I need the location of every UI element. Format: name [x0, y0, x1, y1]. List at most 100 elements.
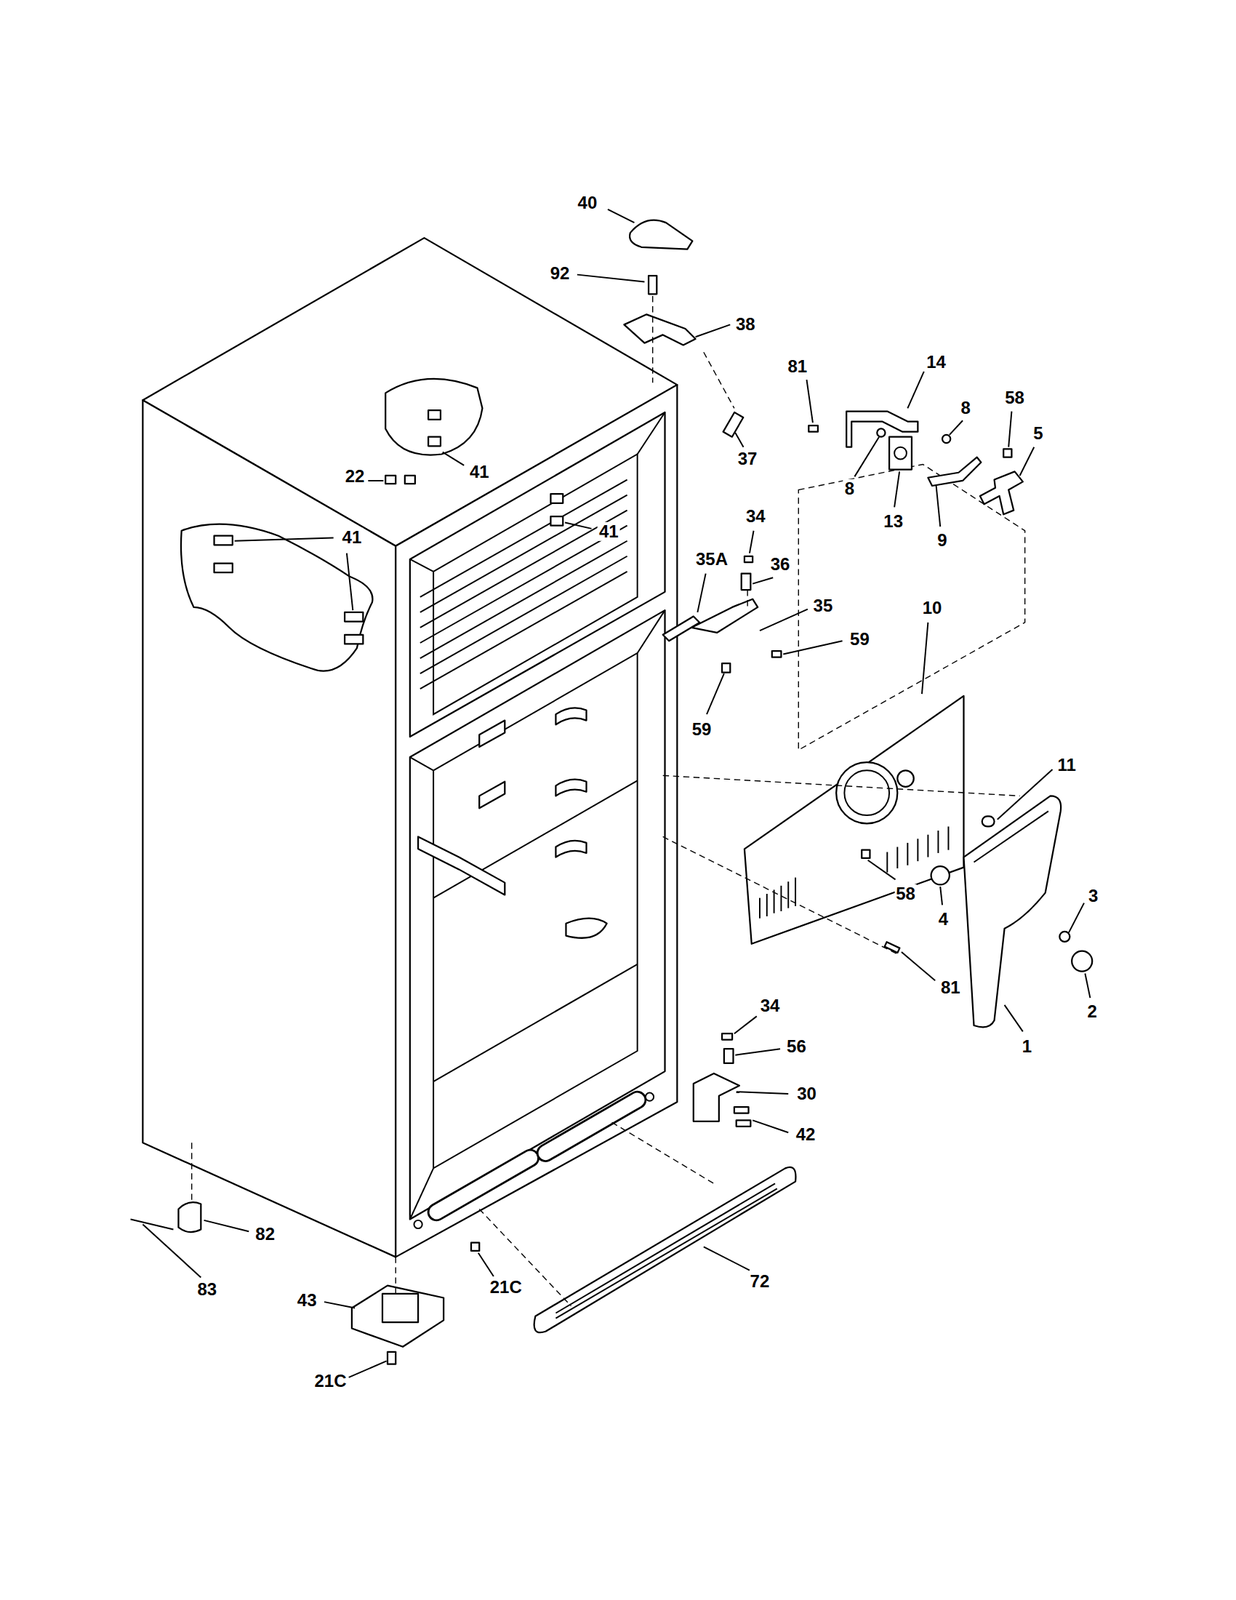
- side-cutaway-part: [214, 535, 233, 546]
- shelf-supports-part: [479, 720, 505, 747]
- control-housing-part: [1059, 931, 1070, 942]
- control-housing-part: [963, 795, 1061, 1027]
- panel-louvers-part: [787, 881, 789, 908]
- control-housing-part: [931, 865, 950, 885]
- callout-number: 13: [881, 511, 905, 531]
- shelf-supports-part: [555, 779, 587, 797]
- leader-lines-part: [921, 622, 928, 694]
- leader-lines-part: [346, 553, 353, 611]
- top-hinge-part: [623, 314, 696, 345]
- callout-number: 4: [937, 909, 950, 929]
- cabinet-part: [433, 964, 638, 1082]
- fan-assembly-part: [942, 434, 951, 443]
- bottom-vents-part: [545, 1099, 637, 1153]
- cabinet-screws-part: [550, 493, 563, 504]
- leader-lines-part: [142, 1223, 201, 1277]
- leveler-and-bracket-part: [178, 1201, 201, 1232]
- callout-number: 11: [1055, 755, 1077, 775]
- kickplate: [479, 1121, 796, 1332]
- cabinet-screws-part: [404, 475, 416, 484]
- bottom-vents: [413, 1092, 654, 1229]
- callout-number: 22: [343, 466, 367, 486]
- leader-lines-part: [703, 1246, 750, 1270]
- kickplate-part: [555, 1188, 777, 1318]
- bottom-hinge-part: [724, 1048, 734, 1063]
- panel-louvers: [759, 825, 949, 918]
- leader-lines-part: [868, 860, 896, 880]
- fan-assembly-part: [1003, 448, 1012, 457]
- leader-lines-part: [1068, 903, 1085, 933]
- rear-panel-part: [663, 836, 898, 954]
- kickplate-part: [479, 1208, 571, 1306]
- panel-louvers-part: [794, 877, 797, 906]
- leader-lines-part: [783, 640, 842, 654]
- evaporator-ribs-part: [420, 510, 628, 628]
- callout-number: 41: [597, 522, 621, 541]
- callout-number: 41: [468, 462, 491, 482]
- callout-number: 3: [1086, 885, 1100, 905]
- leader-lines-part: [735, 432, 744, 448]
- evaporator-ribs-part: [420, 495, 628, 613]
- leader-lines-part: [806, 379, 813, 423]
- fan-assembly: [798, 411, 1025, 751]
- kickplate-part: [612, 1121, 714, 1183]
- callout-number: 9: [935, 530, 949, 550]
- control-housing-part: [982, 815, 995, 826]
- rear-panel-part: [844, 769, 890, 816]
- leader-lines-part: [695, 324, 731, 337]
- bottom-vents-part: [413, 1220, 422, 1229]
- cabinet-part: [395, 384, 677, 1257]
- callout-number: 81: [939, 977, 962, 997]
- shelf-supports-part: [418, 836, 505, 895]
- callout-number: 5: [1031, 423, 1045, 443]
- evaporator-ribs-part: [420, 525, 628, 643]
- shelf-supports-part: [555, 840, 587, 858]
- top-cutaway-part: [428, 410, 441, 420]
- leader-lines-part: [367, 479, 384, 482]
- leader-lines-part: [752, 1119, 789, 1133]
- control-housing-part: [974, 810, 1049, 862]
- top-cutaway-part: [385, 378, 483, 456]
- leader-lines-part: [478, 1252, 494, 1276]
- leader-lines-part: [894, 471, 900, 507]
- callout-number: 40: [576, 193, 600, 213]
- rear-panel-part: [663, 775, 1021, 796]
- leader-lines-part: [949, 420, 963, 435]
- leader-lines-part: [907, 371, 924, 408]
- bottom-hinge: [693, 1033, 752, 1127]
- callout-number: 37: [736, 449, 760, 469]
- leader-lines: [142, 209, 1090, 1378]
- callout-number: 10: [921, 598, 944, 618]
- leveler-and-bracket: [130, 1142, 480, 1364]
- cabinet-part: [433, 780, 638, 898]
- fan-assembly-part: [894, 447, 907, 460]
- bottom-hinge-part: [736, 1119, 752, 1126]
- panel-louvers-part: [906, 842, 909, 866]
- panel-louvers-part: [927, 834, 929, 858]
- leveler-and-bracket-part: [351, 1285, 444, 1347]
- cabinet-part: [433, 652, 638, 1168]
- kickplate-part: [555, 1182, 776, 1313]
- top-hinge: [623, 220, 744, 437]
- bottom-hinge-part: [734, 1106, 749, 1113]
- callout-number: 35: [812, 596, 835, 616]
- side-cutaway-part: [344, 612, 363, 622]
- side-cutaway: [181, 524, 373, 672]
- rear-panel-part: [897, 769, 914, 786]
- callout-number: 21C: [312, 1371, 348, 1391]
- cabinet-screws-part: [385, 475, 396, 484]
- callout-number: 72: [748, 1271, 772, 1291]
- bottom-hinge-part: [721, 1033, 733, 1039]
- callout-number: 38: [734, 314, 757, 334]
- top-hinge-part: [648, 275, 657, 294]
- cabinet-screws-part: [550, 516, 563, 526]
- leader-lines-part: [936, 485, 941, 527]
- leader-lines-part: [204, 1220, 250, 1231]
- leader-lines-part: [706, 673, 725, 714]
- fan-assembly-part: [798, 464, 1025, 751]
- leader-lines-part: [940, 886, 943, 905]
- control-housing-part: [884, 941, 901, 953]
- kickplate-part: [534, 1166, 797, 1332]
